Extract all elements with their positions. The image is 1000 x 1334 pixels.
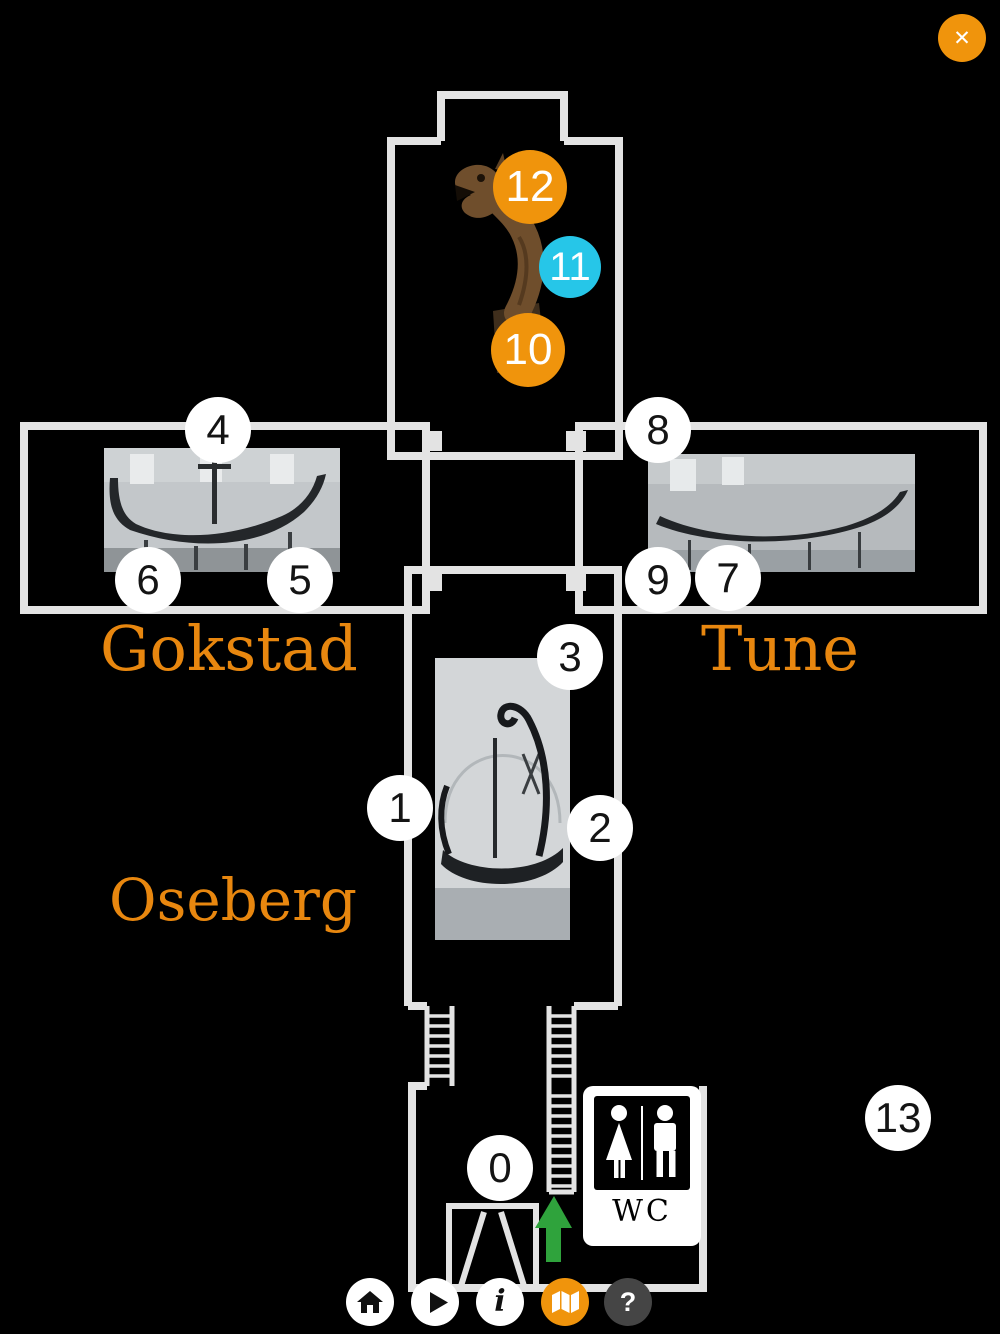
wc-pictogram (594, 1096, 690, 1190)
tune-ship-icon (648, 454, 915, 572)
oseberg-ship-icon (435, 658, 570, 940)
hall-label-gokstad: Gokstad (100, 612, 358, 685)
top-hall-apse (437, 91, 568, 141)
home-icon (357, 1291, 383, 1313)
marker-4[interactable]: 4 (185, 397, 251, 463)
marker-5[interactable]: 5 (267, 547, 333, 613)
oseberg-ship-photo (435, 658, 570, 940)
woman-icon (606, 1105, 632, 1178)
help-button[interactable]: ? (604, 1278, 652, 1326)
marker-6[interactable]: 6 (115, 547, 181, 613)
door-marker (422, 571, 442, 591)
map-icon (552, 1291, 579, 1313)
wc-divider (641, 1106, 643, 1180)
hall-label-tune: Tune (701, 612, 859, 685)
wc-sign: WC (583, 1086, 701, 1246)
stairs-left (424, 1006, 455, 1086)
marker-3[interactable]: 3 (537, 624, 603, 690)
marker-7[interactable]: 7 (695, 545, 761, 611)
doorway-markers (422, 431, 586, 591)
marker-0[interactable]: 0 (467, 1135, 533, 1201)
door-marker (422, 431, 442, 451)
entrance-arrow-icon (535, 1196, 572, 1262)
entrance-door (446, 1203, 539, 1288)
marker-13[interactable]: 13 (865, 1085, 931, 1151)
play-button[interactable] (411, 1278, 459, 1326)
marker-9[interactable]: 9 (625, 547, 691, 613)
play-icon (430, 1292, 448, 1313)
home-button[interactable] (346, 1278, 394, 1326)
close-icon: ✕ (953, 26, 971, 50)
man-icon (654, 1105, 676, 1177)
wc-label: WC (612, 1194, 672, 1229)
top-hall-outline (387, 137, 623, 460)
close-button[interactable]: ✕ (938, 14, 986, 62)
map-button[interactable] (541, 1278, 589, 1326)
marker-10[interactable]: 10 (491, 313, 565, 387)
entrance-lobby-outline (408, 1082, 707, 1292)
marker-8[interactable]: 8 (625, 397, 691, 463)
marker-1[interactable]: 1 (367, 775, 433, 841)
stairs-right (546, 1006, 577, 1195)
info-icon: i (494, 1284, 506, 1319)
marker-2[interactable]: 2 (567, 795, 633, 861)
marker-12[interactable]: 12 (493, 150, 567, 224)
info-button[interactable]: i (476, 1278, 524, 1326)
help-icon: ? (619, 1286, 637, 1317)
tune-ship-photo (648, 454, 915, 572)
door-marker (566, 571, 586, 591)
hall-label-oseberg: Oseberg (109, 866, 357, 934)
right-hall-outline (575, 422, 987, 614)
door-marker (566, 431, 586, 451)
marker-11[interactable]: 11 (539, 236, 601, 298)
